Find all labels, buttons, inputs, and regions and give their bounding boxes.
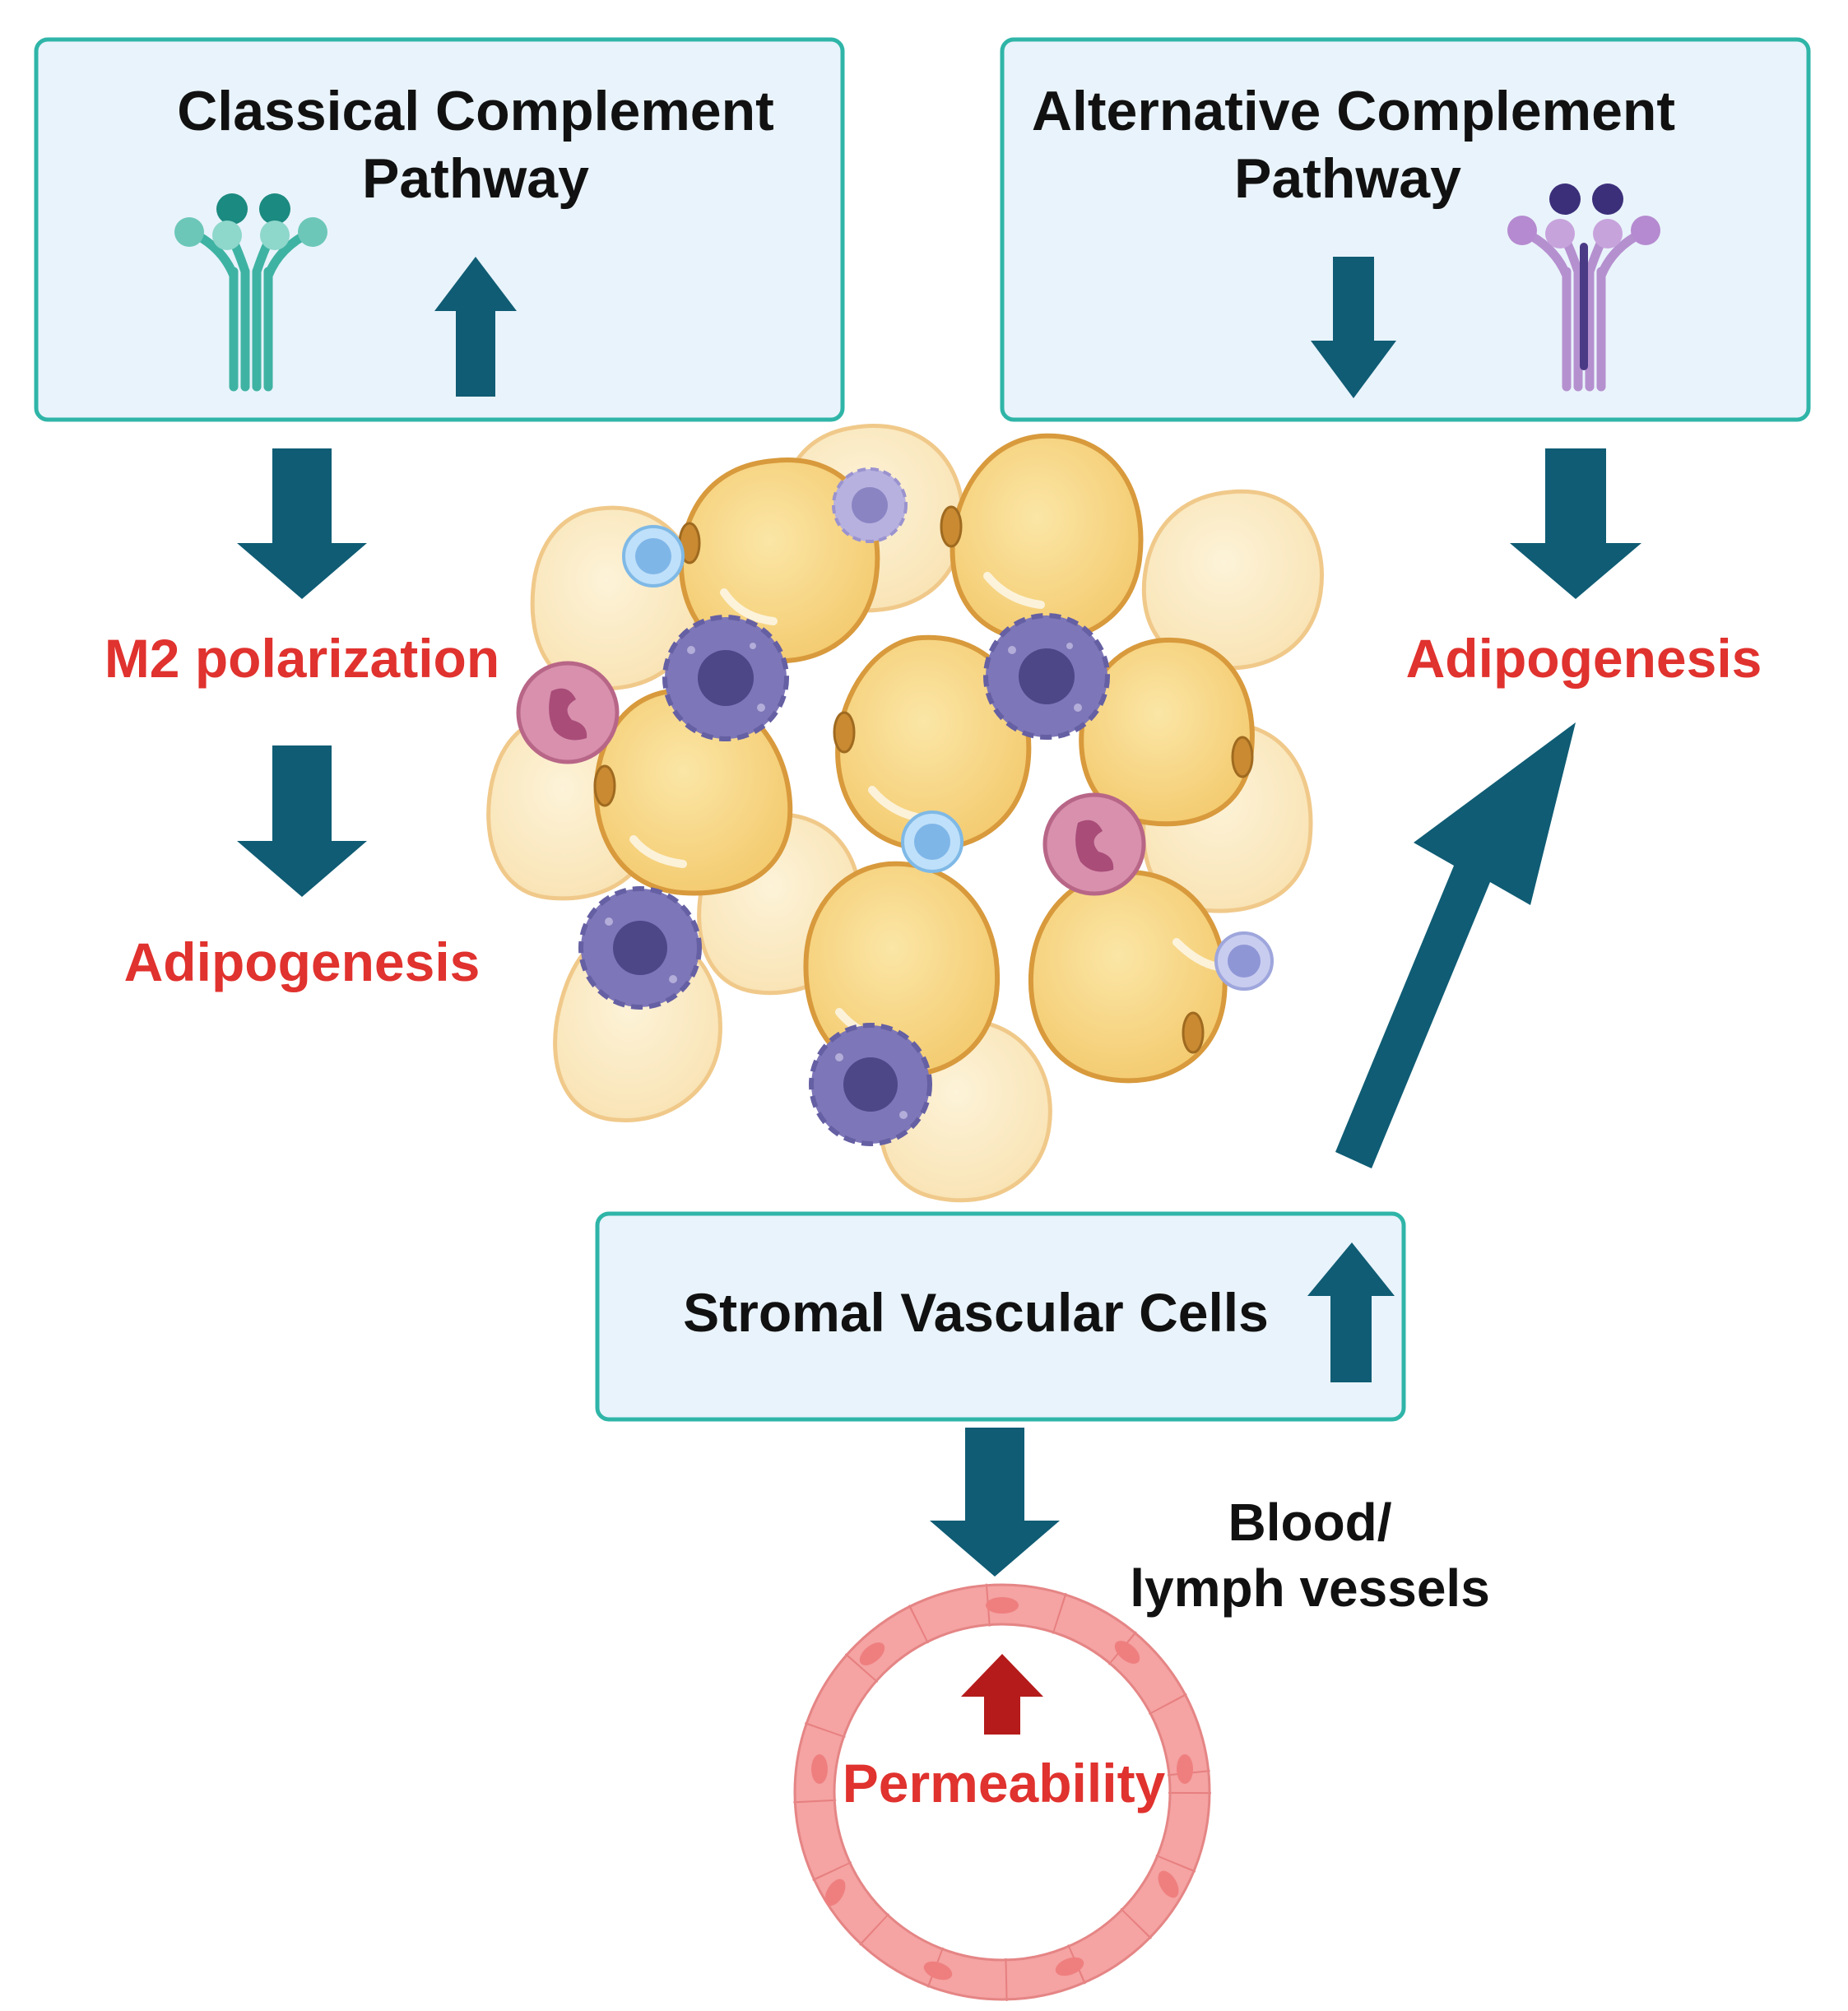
stromal-label: Stromal Vascular Cells <box>683 1282 1269 1343</box>
m2-polarization-label: M2 polarization <box>104 628 499 689</box>
right-adipogenesis-label: Adipogenesis <box>1406 628 1762 689</box>
purple-receptor-icon <box>1507 183 1660 392</box>
permeability-up-arrow <box>961 1654 1043 1735</box>
vessel-label-line1: Blood/ <box>1228 1493 1391 1552</box>
diagonal-arrow <box>1335 722 1576 1168</box>
classical-title-line1: Classical Complement <box>177 80 774 142</box>
vessel-down-arrow <box>930 1428 1060 1577</box>
macrophage <box>809 1023 932 1146</box>
adipocyte-nucleus <box>833 711 856 754</box>
adipose-tissue-illustration <box>486 424 1324 1203</box>
alternative-title-line2: Pathway <box>1234 147 1461 210</box>
adipocyte <box>1028 869 1228 1084</box>
adipocyte-nucleus <box>1231 736 1254 778</box>
stromal-vascular-box: Stromal Vascular Cells <box>595 1211 1406 1422</box>
alternative-pathway-box: Alternative Complement Pathway <box>1000 37 1811 422</box>
lymphocyte <box>901 810 963 873</box>
left-down-arrow-2 <box>237 745 367 897</box>
lymphocyte <box>622 525 685 588</box>
neutrophil <box>1042 792 1146 896</box>
teal-receptor-icon <box>174 193 327 392</box>
classical-pathway-box: Classical Complement Pathway <box>34 37 845 422</box>
classical-title-line2: Pathway <box>362 147 589 210</box>
macrophage <box>662 615 789 741</box>
lymphocyte <box>1214 931 1274 991</box>
adipocyte-nucleus <box>1182 1011 1205 1054</box>
stromal-up-arrow <box>1307 1242 1395 1382</box>
blood-vessel-illustration <box>793 1583 1211 2001</box>
macrophage <box>578 886 702 1010</box>
classical-up-arrow <box>434 257 517 397</box>
adipocyte <box>950 433 1144 643</box>
alternative-title-line1: Alternative Complement <box>1032 80 1675 142</box>
left-adipogenesis-label: Adipogenesis <box>124 931 481 992</box>
adipocyte <box>593 687 793 896</box>
small-macrophage <box>832 467 908 543</box>
adipocyte-nucleus <box>593 764 616 807</box>
adipocyte-nucleus <box>940 505 963 548</box>
vessel-label-line2: lymph vessels <box>1130 1558 1490 1618</box>
alternative-down-arrow <box>1311 257 1396 398</box>
right-down-arrow <box>1510 448 1641 599</box>
neutrophil <box>516 661 620 764</box>
macrophage <box>983 613 1110 740</box>
permeability-label: Permeability <box>843 1753 1166 1814</box>
left-down-arrow-1 <box>237 448 367 599</box>
